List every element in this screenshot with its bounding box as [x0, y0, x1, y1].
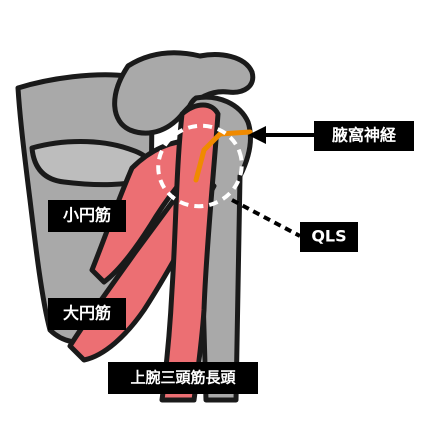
- teres-minor-label-box: [48, 200, 126, 232]
- qls-circle: [156, 123, 244, 209]
- axillary-nerve-label-box: [314, 121, 414, 151]
- teres-major-label: 大円筋: [63, 304, 111, 323]
- qls-label: QLS: [311, 227, 346, 246]
- qls-pointer-line: [231, 198, 301, 238]
- triceps-long-head-label-box: [108, 362, 258, 394]
- acromion: [112, 50, 256, 136]
- teres-major-label-box: [48, 298, 126, 330]
- axillary-nerve-arrowhead: [248, 126, 266, 144]
- triceps-long-head-label: 上腕三頭筋長頭: [130, 369, 236, 387]
- qls-label-box: [300, 222, 358, 252]
- teres-minor-label: 小円筋: [63, 206, 111, 225]
- axillary-nerve-label: 腋窩神経: [332, 126, 397, 145]
- axillary-nerve-line: [193, 129, 253, 183]
